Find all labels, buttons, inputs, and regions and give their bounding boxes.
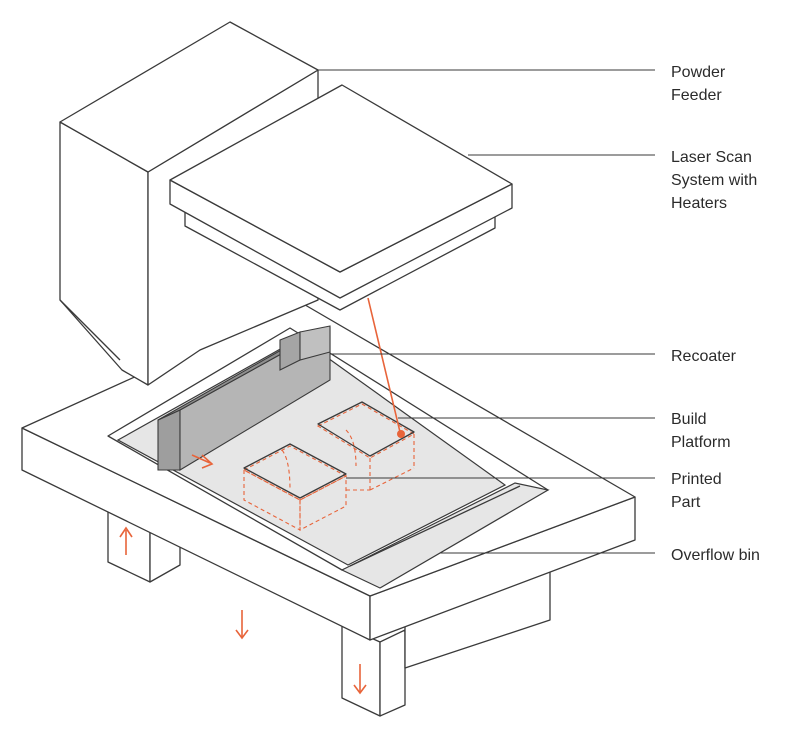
laser-beam (367, 297, 405, 438)
label-recoater: Recoater (671, 348, 736, 365)
leader-lines (318, 69, 655, 554)
overflow-bin (340, 482, 550, 589)
printed-part (242, 401, 416, 531)
down-arrow-icon-2 (353, 664, 367, 695)
right-leg (341, 624, 406, 717)
label-powder-feeder: Powder Feeder (671, 64, 726, 104)
laser-scan-system (169, 84, 513, 311)
label-overflow-bin: Overflow bin (671, 547, 760, 564)
recoater-arrow-icon (191, 454, 214, 469)
label-printed-part: Printed Part (671, 471, 722, 511)
label-build-platform: Build Platform (671, 411, 731, 451)
down-arrow-icon (235, 610, 249, 640)
up-arrow-icon (119, 526, 133, 555)
laser-spot (397, 430, 405, 438)
label-laser-scan-system: Laser Scan System with Heaters (671, 149, 758, 212)
